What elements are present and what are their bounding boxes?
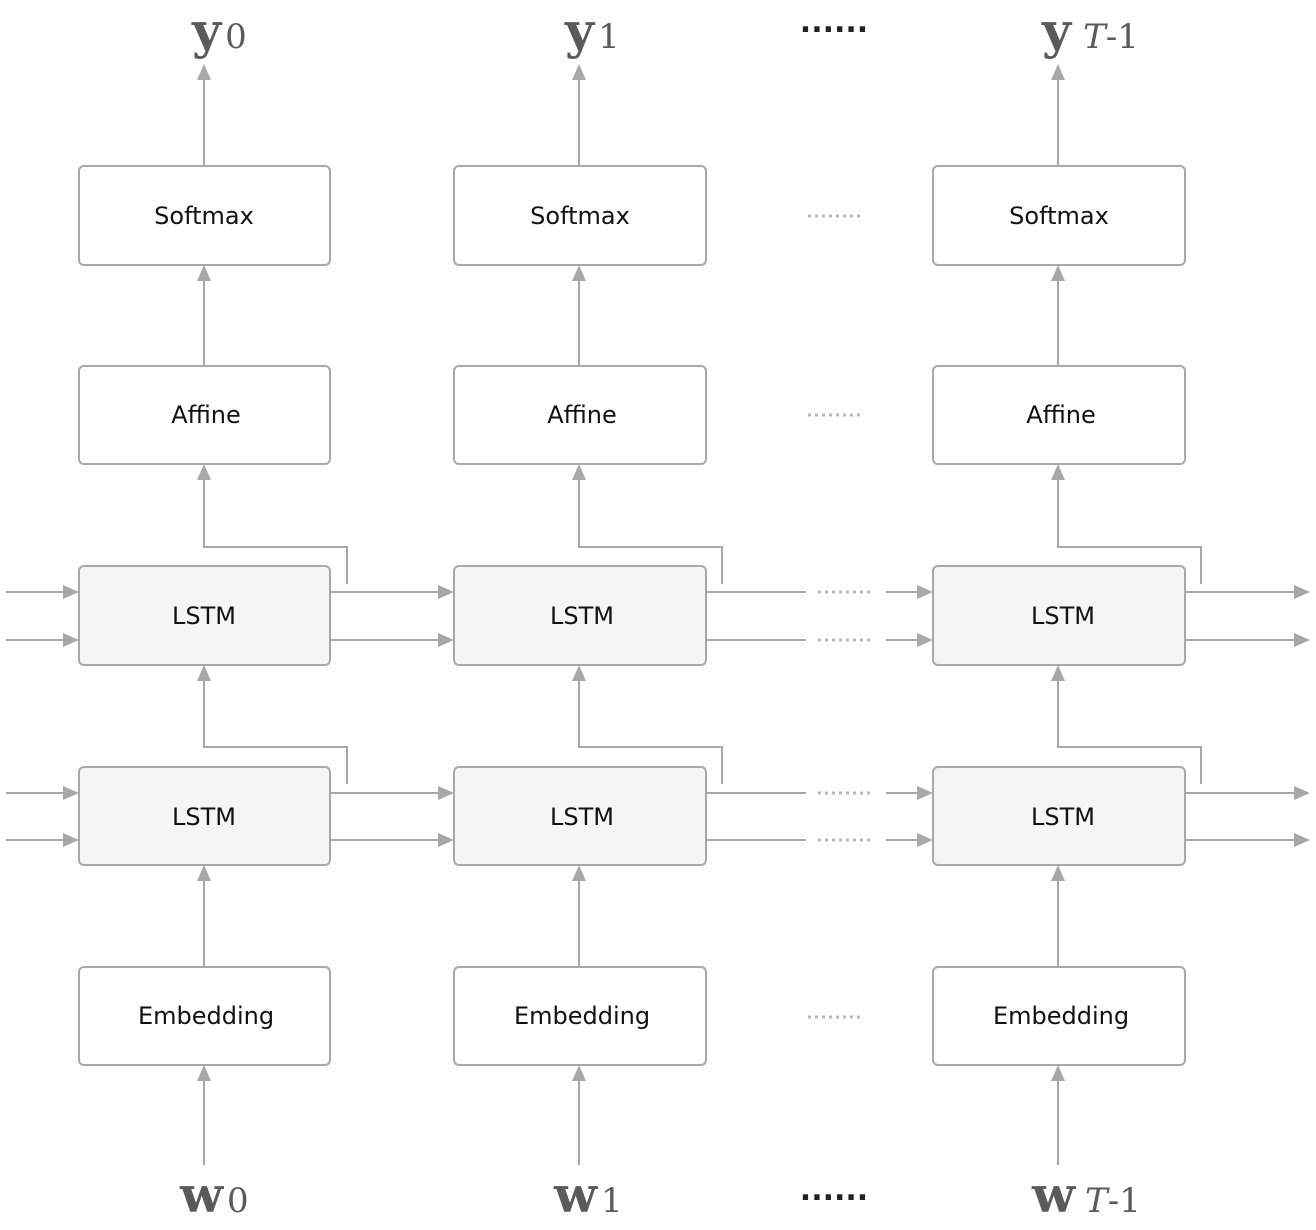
arrow-lstm-affine-last <box>1051 464 1202 584</box>
arrow-lstm-affine-1 <box>572 464 723 584</box>
lstm-upper-label-0: LSTM <box>172 602 236 630</box>
softmax-label-0: Softmax <box>154 202 254 230</box>
lstm-lower-label-0: LSTM <box>172 803 236 831</box>
softmax-label-1: Softmax <box>530 202 630 230</box>
lstm-lower-label-last: LSTM <box>1031 803 1095 831</box>
input-ellipsis: ...... <box>800 1173 868 1208</box>
lstm-lower-label-1: LSTM <box>550 803 614 831</box>
arrow-lstm-affine-0 <box>197 464 348 584</box>
affine-label-0: Affine <box>171 401 241 429</box>
lstm-upper-label-1: LSTM <box>550 602 614 630</box>
lstm-upper-label-last: LSTM <box>1031 602 1095 630</box>
affine-label-last: Affine <box>1026 401 1096 429</box>
arrow-lstm-lstm-0 <box>197 665 348 784</box>
recurrent-lower <box>6 786 1310 847</box>
embedding-label-0: Embedding <box>138 1002 274 1030</box>
affine-label-1: Affine <box>547 401 617 429</box>
column-last: Softmax Affine LSTM LSTM Embedding <box>932 64 1202 1165</box>
arrow-lstm-lstm-1 <box>572 665 723 784</box>
embedding-label-1: Embedding <box>514 1002 650 1030</box>
recurrent-upper <box>6 585 1310 647</box>
column-0: Softmax Affine LSTM LSTM Embedding <box>78 64 348 1165</box>
arrow-lstm-lstm-last <box>1051 665 1202 784</box>
softmax-label-last: Softmax <box>1009 202 1109 230</box>
embedding-label-last: Embedding <box>993 1002 1129 1030</box>
column-1: Softmax Affine LSTM LSTM Embedding <box>453 64 723 1165</box>
output-ellipsis: ...... <box>800 5 868 40</box>
